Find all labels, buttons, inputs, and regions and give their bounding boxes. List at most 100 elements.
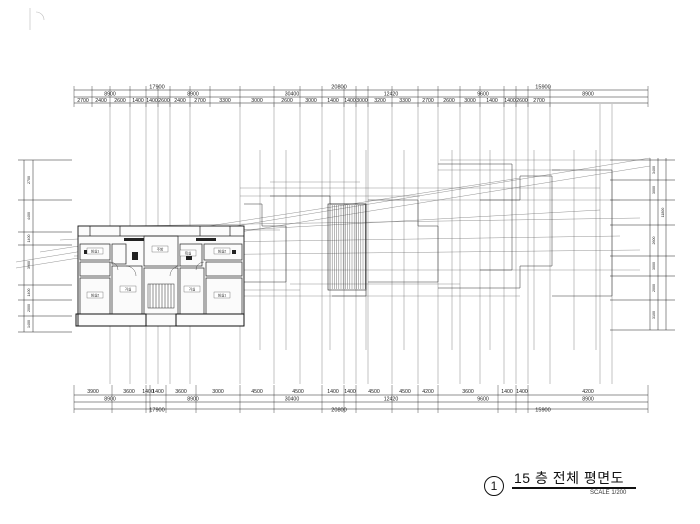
group-dimension-value: 8900 — [104, 397, 116, 403]
crop-mark — [29, 8, 45, 30]
room-label: 주방 — [157, 247, 164, 252]
dimension-value: 2000 — [652, 284, 656, 292]
dimension-value: 3300 — [399, 98, 411, 104]
dimension-value: 1400 — [142, 389, 154, 395]
top-dimension-lines — [74, 89, 648, 104]
dimension-value: 3400 — [652, 166, 656, 174]
room-label: 거실 — [189, 287, 196, 292]
dimension-value: 4500 — [251, 389, 263, 395]
dimension-value: 2700 — [533, 98, 545, 104]
dimension-value: 2400 — [95, 98, 107, 104]
dimension-value: 1400 — [27, 235, 31, 243]
dimension-value: 2700 — [194, 98, 206, 104]
top-group-dimensions: 8900 8900 30400 12420 9600 8900 — [104, 92, 594, 98]
room-label-box — [213, 291, 231, 299]
group-dimension-value: 8900 — [187, 397, 199, 403]
dimension-value: 3000 — [652, 262, 656, 270]
dimension-value: 3200 — [374, 98, 386, 104]
dimension-value: 2700 — [27, 176, 31, 184]
dimension-value: 1400 — [146, 98, 158, 104]
dimension-value: 1400 — [327, 98, 339, 104]
dimension-value: 3000 — [356, 98, 368, 104]
dimension-value: 3600 — [123, 389, 135, 395]
group-dimension-value: 8900 — [582, 397, 594, 403]
drawing-number: 1 — [484, 476, 504, 496]
dimension-value: 1400 — [152, 389, 164, 395]
total-dimension-value: 15900 — [535, 85, 551, 91]
dimension-value: 2600 — [281, 98, 293, 104]
group-dimension-value: 9600 — [477, 92, 489, 98]
dimension-value: 2600 — [443, 98, 455, 104]
group-dimension-value: 8900 — [104, 92, 116, 98]
room-label: 침실2 — [218, 249, 227, 254]
room-label-box — [119, 285, 137, 293]
dimension-value: 1400 — [344, 389, 356, 395]
dimension-value: 1400 — [327, 389, 339, 395]
room-label: 욕실 — [185, 251, 192, 256]
dimension-value: 3900 — [87, 389, 99, 395]
dimension-value: 3000 — [464, 98, 476, 104]
central-core-hatch — [327, 203, 367, 291]
dimension-value: 3300 — [219, 98, 231, 104]
room-label-box — [213, 247, 231, 255]
dimension-value: 1400 — [132, 98, 144, 104]
top-dimension-ticks — [73, 86, 649, 107]
drawing-title: 15 층 전체 평면도 — [514, 470, 625, 486]
group-dimension-value: 12420 — [384, 92, 399, 98]
dimension-value: 2600 — [516, 98, 528, 104]
bottom-dimension-ticks — [73, 385, 649, 413]
dimension-value: 2000 — [27, 304, 31, 312]
group-dimension-value: 30400 — [285, 92, 300, 98]
drawing-scale: SCALE 1/200 — [590, 490, 627, 496]
dimension-value: 2600 — [652, 237, 656, 245]
total-dimension-value: 17900 — [149, 408, 165, 414]
dimension-value: 2600 — [158, 98, 170, 104]
group-dimension-value: 12420 — [384, 397, 399, 403]
dimension-value: 3000 — [652, 186, 656, 194]
dimension-value: 3000 — [251, 98, 263, 104]
dimension-value: 2600 — [114, 98, 126, 104]
dimension-value: 1400 — [486, 98, 498, 104]
dimension-value: 3000 — [305, 98, 317, 104]
building-outlines — [244, 163, 613, 297]
room-label: 침실1 — [91, 249, 100, 254]
total-dimension-value: 20800 — [331, 408, 347, 414]
room-label-box — [183, 285, 201, 293]
total-dimension-value: 20800 — [331, 85, 347, 91]
bottom-dimension-lines — [74, 394, 648, 410]
dimension-value: 3600 — [462, 389, 474, 395]
dimension-value: 3600 — [175, 389, 187, 395]
right-dimension-lines — [610, 158, 675, 331]
room-label: 거실 — [125, 287, 132, 292]
dimension-value: 1400 — [504, 98, 516, 104]
group-dimension-value: 30400 — [285, 397, 300, 403]
dimension-value: 4200 — [422, 389, 434, 395]
group-dimension-value: 9600 — [477, 397, 489, 403]
dimension-value: 1400 — [501, 389, 513, 395]
dimension-value: 4500 — [368, 389, 380, 395]
bottom-group-dimensions: 8900 8900 30400 12420 9600 8900 — [104, 397, 594, 403]
dimension-value: 4500 — [399, 389, 411, 395]
dimension-value: 2700 — [77, 98, 89, 104]
dimension-value: 3100 — [652, 311, 656, 319]
group-dimension-value: 8900 — [187, 92, 199, 98]
dimension-value: 1400 — [27, 320, 31, 328]
room-label-box — [151, 245, 169, 253]
left-dimension-lines — [18, 159, 72, 333]
drawing-title-block: 1 15 층 전체 평면도 SCALE 1/200 — [478, 466, 648, 506]
title-underline — [512, 487, 636, 489]
dimension-value: 4200 — [582, 389, 594, 395]
group-dimension-value: 8900 — [582, 92, 594, 98]
dimension-value: 3900 — [27, 261, 31, 269]
room-label-box — [86, 291, 104, 299]
dimension-value: 1400 — [516, 389, 528, 395]
